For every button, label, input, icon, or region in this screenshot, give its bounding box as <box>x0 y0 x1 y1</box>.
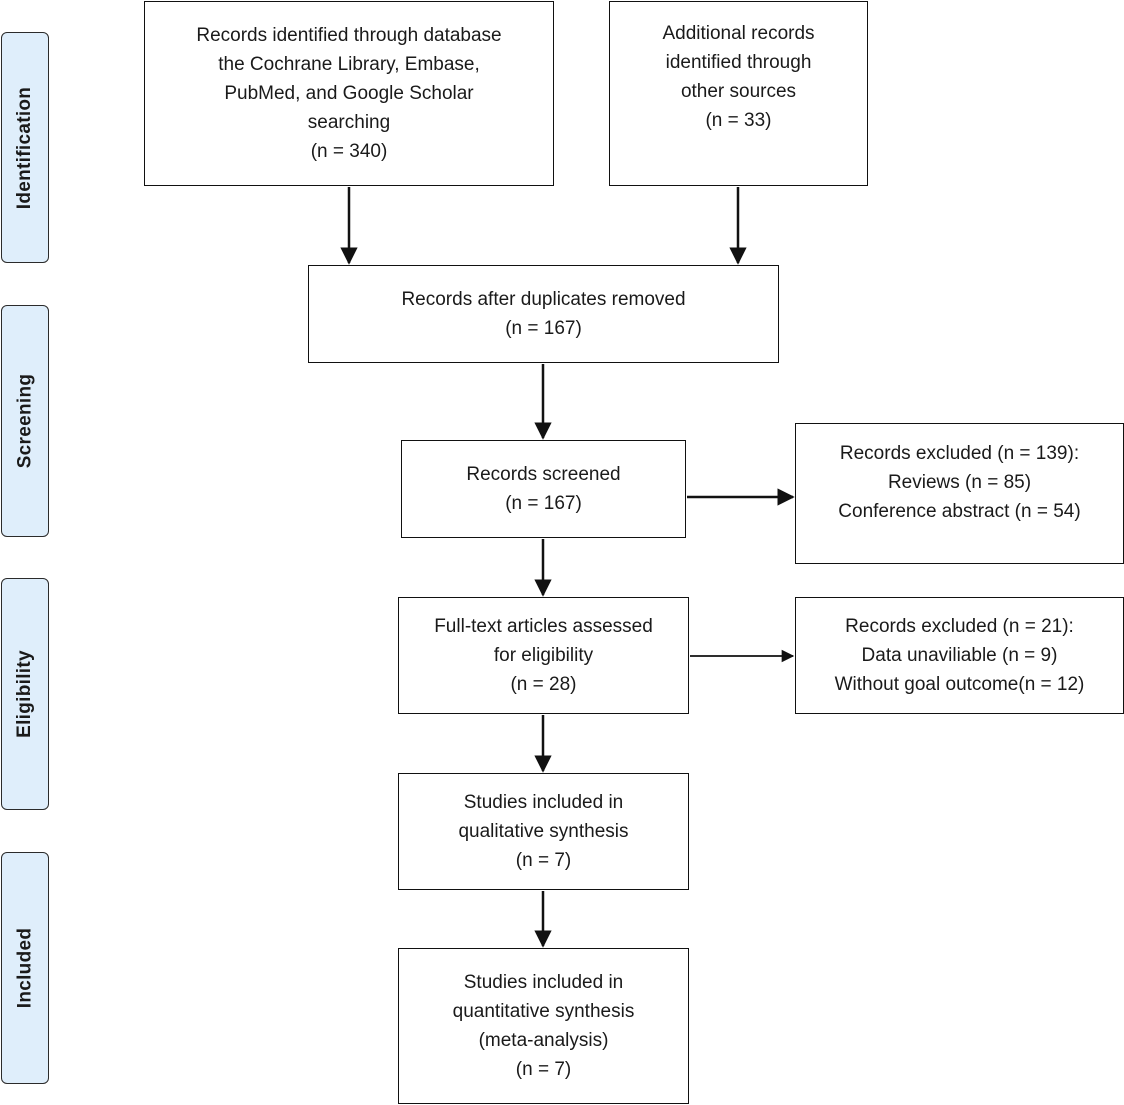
screening-excluded-box: Records excluded (n = 139): Reviews (n =… <box>795 423 1124 564</box>
other-sources-line-2: identified through <box>665 52 812 73</box>
screening-excluded-abstracts: Conference abstract (n = 54) <box>838 501 1081 522</box>
database-line-4: searching <box>307 112 391 133</box>
screening-excluded-reviews: Reviews (n = 85) <box>887 472 1032 493</box>
other-sources-line-1: Additional records <box>662 23 815 44</box>
stage-screening: Screening <box>1 305 49 537</box>
eligibility-excluded-outcome: Without goal outcome(n = 12) <box>834 674 1085 695</box>
full-text-box: Full-text articles assessed for eligibil… <box>398 597 689 714</box>
database-line-2: the Cochrane Library, Embase, <box>218 54 480 75</box>
qualitative-line-1: Studies included in <box>463 792 624 813</box>
eligibility-excluded-data: Data unaviliable (n = 9) <box>861 645 1058 666</box>
database-line-3: PubMed, and Google Scholar <box>224 83 474 104</box>
quantitative-line-1: Studies included in <box>463 972 624 993</box>
records-screened-count: (n = 167) <box>505 493 582 514</box>
database-count: (n = 340) <box>310 141 388 162</box>
records-screened-label: Records screened <box>466 464 621 485</box>
eligibility-excluded-total: Records excluded (n = 21): <box>845 616 1074 637</box>
other-sources-count: (n = 33) <box>705 110 772 131</box>
quantitative-count: (n = 7) <box>515 1059 572 1080</box>
database-line-1: Records identified through database <box>196 25 502 46</box>
eligibility-excluded-box: Records excluded (n = 21): Data unavilia… <box>795 597 1124 714</box>
qualitative-synthesis-box: Studies included in qualitative synthesi… <box>398 773 689 890</box>
screening-excluded-total: Records excluded (n = 139): <box>839 443 1080 464</box>
full-text-line-1: Full-text articles assessed <box>434 616 653 637</box>
qualitative-count: (n = 7) <box>515 850 572 871</box>
duplicates-removed-label: Records after duplicates removed <box>401 289 686 310</box>
duplicates-removed-box: Records after duplicates removed (n = 16… <box>308 265 779 363</box>
stage-identification: Identification <box>1 32 49 263</box>
quantitative-line-2: quantitative synthesis <box>452 1001 635 1022</box>
duplicates-removed-count: (n = 167) <box>505 318 582 339</box>
database-records-box: Records identified through database the … <box>144 1 554 186</box>
other-sources-box: Additional records identified through ot… <box>609 1 868 186</box>
other-sources-line-3: other sources <box>680 81 797 102</box>
stage-eligibility: Eligibility <box>1 578 49 810</box>
qualitative-line-2: qualitative synthesis <box>458 821 629 842</box>
stage-included: Included <box>1 852 49 1084</box>
quantitative-synthesis-box: Studies included in quantitative synthes… <box>398 948 689 1104</box>
full-text-count: (n = 28) <box>510 674 577 695</box>
full-text-line-2: for eligibility <box>493 645 594 666</box>
quantitative-line-3: (meta-analysis) <box>478 1030 609 1051</box>
records-screened-box: Records screened (n = 167) <box>401 440 686 538</box>
